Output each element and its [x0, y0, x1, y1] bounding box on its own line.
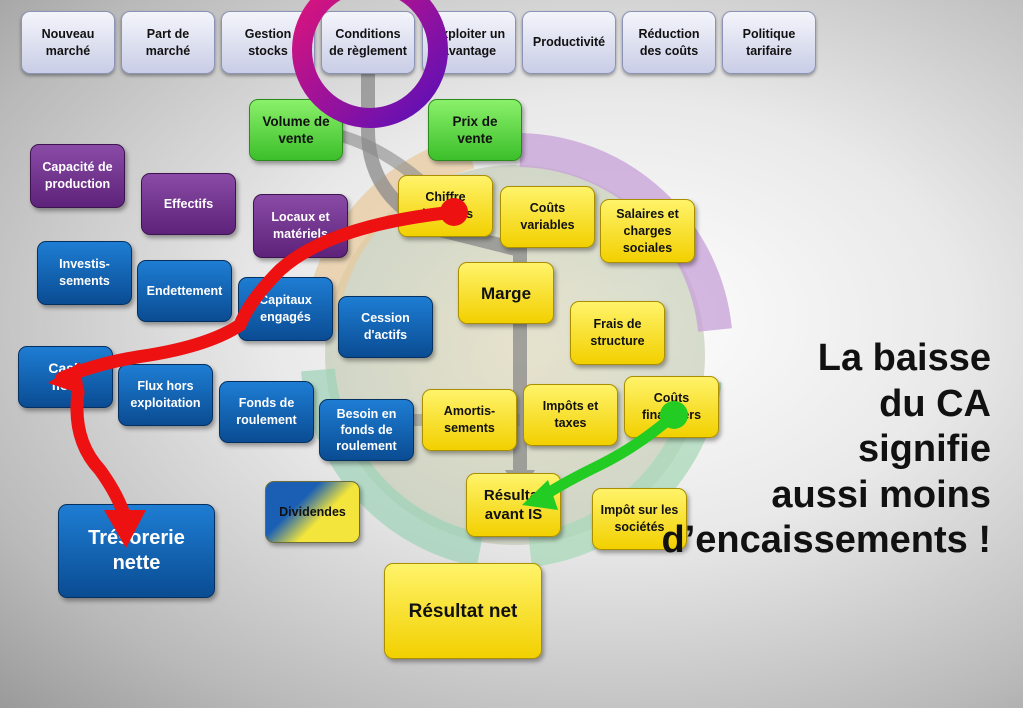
node-locaux-materiels: Locaux et matériels	[253, 194, 348, 258]
top-box-politique-tarifaire: Politique tarifaire	[722, 11, 816, 74]
node-prix-vente: Prix de vente	[428, 99, 522, 161]
headline-line-1: La baisse	[817, 337, 991, 379]
top-box-nouveau-marche: Nouveau marché	[21, 11, 115, 74]
node-besoin-fonds-roulement: Besoin en fonds de roulement	[319, 399, 414, 461]
node-marge: Marge	[458, 262, 554, 324]
top-box-conditions-reglement: Conditions de règlement	[321, 11, 415, 74]
node-chiffre-affaires: Chiffre d'affaires	[398, 175, 493, 237]
headline-line-5: d’encaissements !	[661, 519, 991, 561]
top-box-productivite: Productivité	[522, 11, 616, 74]
headline-text: La baisse du CA signifie aussi moins d’e…	[571, 336, 991, 564]
top-box-exploiter-avantage: Exploiter un avantage	[422, 11, 516, 74]
node-resultat-net: Résultat net	[384, 563, 542, 659]
top-box-gestion-stocks: Gestion stocks	[221, 11, 315, 74]
node-investissements: Investis- sements	[37, 241, 132, 305]
node-cash-flow: Cash flow	[18, 346, 113, 408]
headline-line-2: du CA	[879, 382, 991, 425]
node-couts-variables: Coûts variables	[500, 186, 595, 248]
top-box-part-de-marche: Part de marché	[121, 11, 215, 74]
headline-line-4: aussi moins	[771, 473, 991, 516]
headline-line-3: signifie	[857, 428, 991, 470]
node-flux-hors-exploitation: Flux hors exploitation	[118, 364, 213, 426]
node-effectifs: Effectifs	[141, 173, 236, 235]
node-endettement: Endettement	[137, 260, 232, 322]
node-resultat-avant-is: Résultat avant IS	[466, 473, 561, 537]
node-salaires-charges: Salaires et charges sociales	[600, 199, 695, 263]
node-capitaux-engages: Capitaux engagés	[238, 277, 333, 341]
node-fonds-roulement: Fonds de roulement	[219, 381, 314, 443]
node-capacite-production: Capacité de production	[30, 144, 125, 208]
node-volume-vente: Volume de vente	[249, 99, 343, 161]
node-amortissements: Amortis- sements	[422, 389, 517, 451]
top-box-reduction-couts: Réduction des coûts	[622, 11, 716, 74]
node-tresorerie-nette: Trésorerie nette	[58, 504, 215, 598]
node-dividendes: Dividendes	[265, 481, 360, 543]
node-cession-actifs: Cession d'actifs	[338, 296, 433, 358]
node-frais-structure: Frais de structure	[570, 301, 665, 365]
